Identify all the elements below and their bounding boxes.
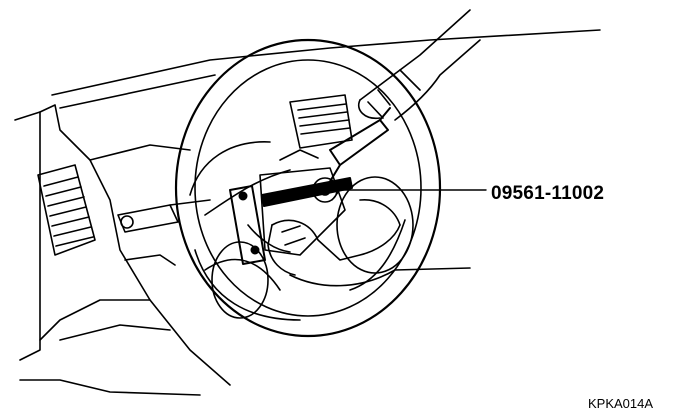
steering-wheel-icon — [174, 38, 442, 338]
figure-code-label: KPKA014A — [588, 396, 654, 411]
lower-hand-icon — [267, 199, 471, 287]
callout-leader — [331, 179, 487, 201]
center-air-vent — [289, 94, 353, 149]
upper-hand-icon — [358, 9, 481, 121]
tool-part-number-label: 09561-11002 — [491, 183, 605, 204]
dashboard-outline — [14, 29, 601, 396]
steering-wheel-puller-icon — [229, 107, 391, 265]
left-air-vent — [37, 164, 96, 256]
